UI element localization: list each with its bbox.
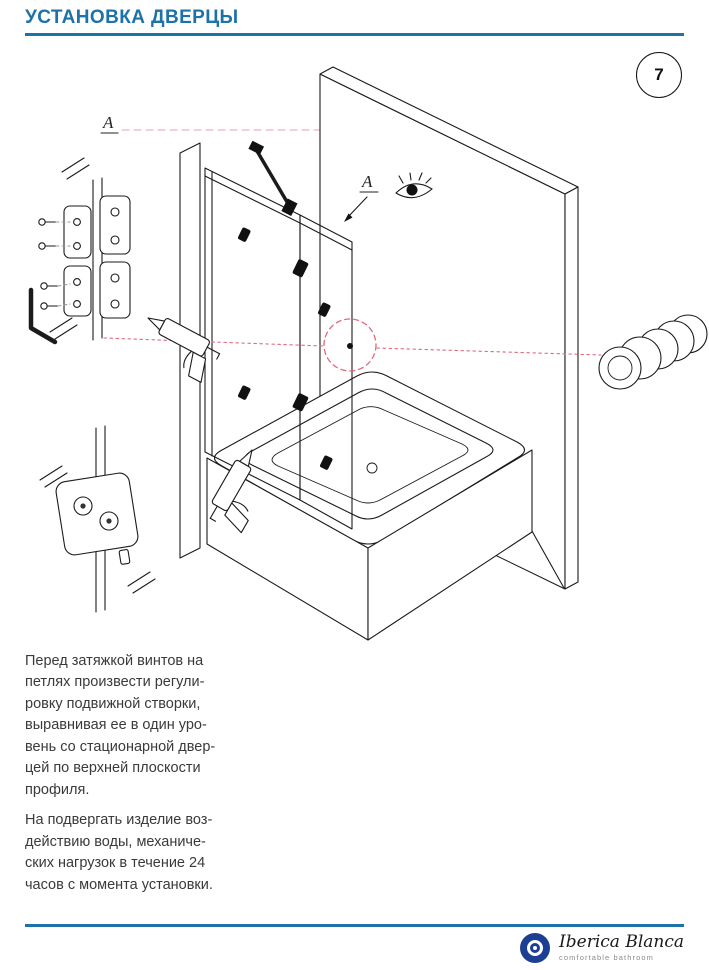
page-number-badge: 7 — [636, 52, 682, 98]
header-rule — [25, 33, 684, 36]
brand-logo-ring — [527, 940, 544, 956]
section-label-a: A — [100, 113, 119, 134]
brand-logo-dot — [533, 946, 538, 950]
view-direction-arrow — [344, 196, 368, 222]
alignment-guide-circle — [103, 318, 602, 372]
allen-key-icon — [28, 287, 58, 345]
brand-name: Iberica Blanca — [559, 932, 684, 953]
caulking-gun-icon — [147, 317, 221, 383]
brand-tagline: comfortable bathroom — [559, 953, 654, 963]
eye-view-icon — [395, 172, 433, 199]
page-title: УСТАНОВКА ДВЕРЦЫ — [25, 7, 239, 28]
gasket-discs-icon — [598, 314, 708, 390]
brand-logo-icon — [520, 933, 551, 963]
svg-text:A: A — [361, 172, 373, 191]
hinge-pivot-point — [347, 343, 353, 349]
screw-icon — [38, 218, 71, 310]
footer-rule — [25, 924, 684, 927]
caulking-gun-icon-2 — [209, 449, 253, 534]
brand-text: Iberica Blanca comfortable bathroom — [559, 934, 684, 962]
door-hinge-icon — [238, 227, 333, 470]
brand-logo: Iberica Blanca comfortable bathroom — [520, 933, 684, 963]
hinge-detail-icon — [28, 157, 131, 345]
instruction-text: Перед затяжкой винтов на петлях произвес… — [25, 651, 283, 905]
bathtub — [206, 371, 565, 641]
wall-support-brace — [248, 140, 298, 216]
wall-bracket-detail-icon — [39, 425, 156, 613]
page-number: 7 — [654, 65, 664, 84]
instruction-paragraph-1: Перед затяжкой винтов на петлях произвес… — [25, 653, 216, 798]
instruction-paragraph-2: На подвергать изделие воз- действию воды… — [25, 812, 213, 893]
svg-text:A: A — [102, 113, 114, 132]
view-label-a: A — [359, 172, 379, 193]
